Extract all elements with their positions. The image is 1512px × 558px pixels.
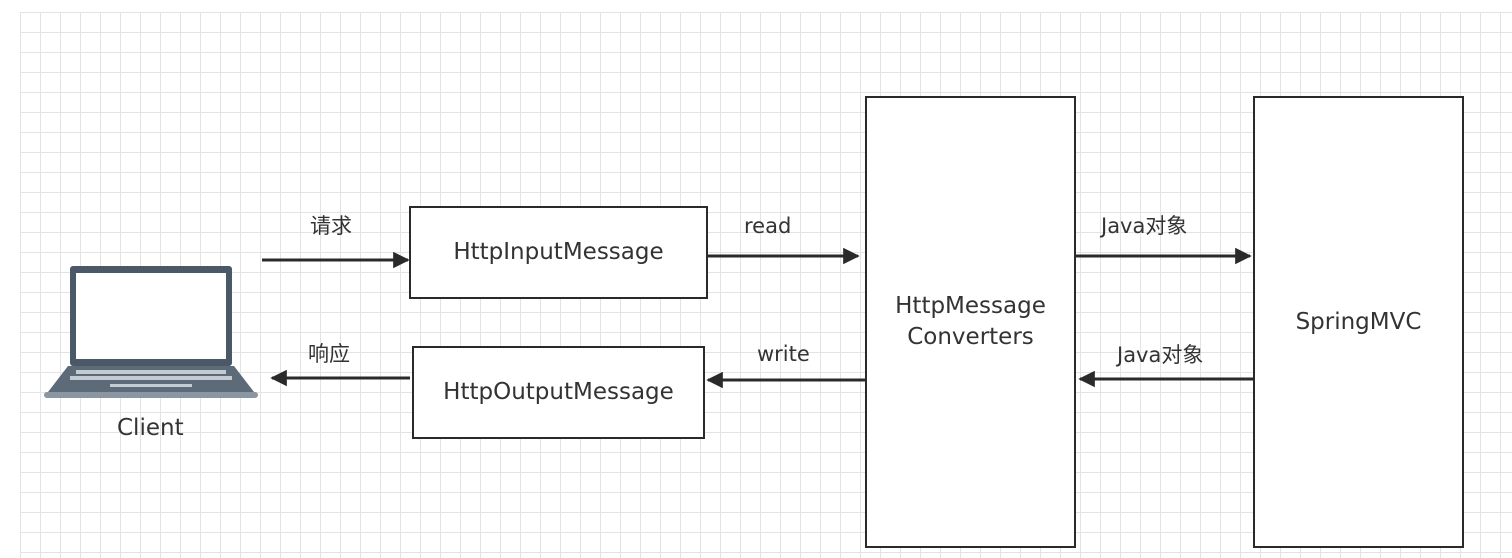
http-input-message-label: HttpInputMessage xyxy=(453,239,664,265)
http-message-converters-box: HttpMessage Converters xyxy=(865,96,1076,548)
client-label: Client xyxy=(117,415,184,441)
java-object-to-mvc-label: Java对象 xyxy=(1101,214,1188,238)
response-label: 响应 xyxy=(308,342,350,366)
spring-mvc-box: SpringMVC xyxy=(1253,96,1464,548)
http-input-message-box: HttpInputMessage xyxy=(409,206,708,299)
http-message-converters-label: HttpMessage Converters xyxy=(895,293,1046,350)
write-label: write xyxy=(757,342,810,366)
java-object-from-mvc-label: Java对象 xyxy=(1117,343,1204,367)
http-output-message-label: HttpOutputMessage xyxy=(443,379,674,405)
read-label: read xyxy=(744,214,792,238)
laptop-icon xyxy=(44,266,258,398)
spring-mvc-label: SpringMVC xyxy=(1295,308,1422,335)
http-output-message-box: HttpOutputMessage xyxy=(412,346,705,439)
request-label: 请求 xyxy=(310,214,352,238)
